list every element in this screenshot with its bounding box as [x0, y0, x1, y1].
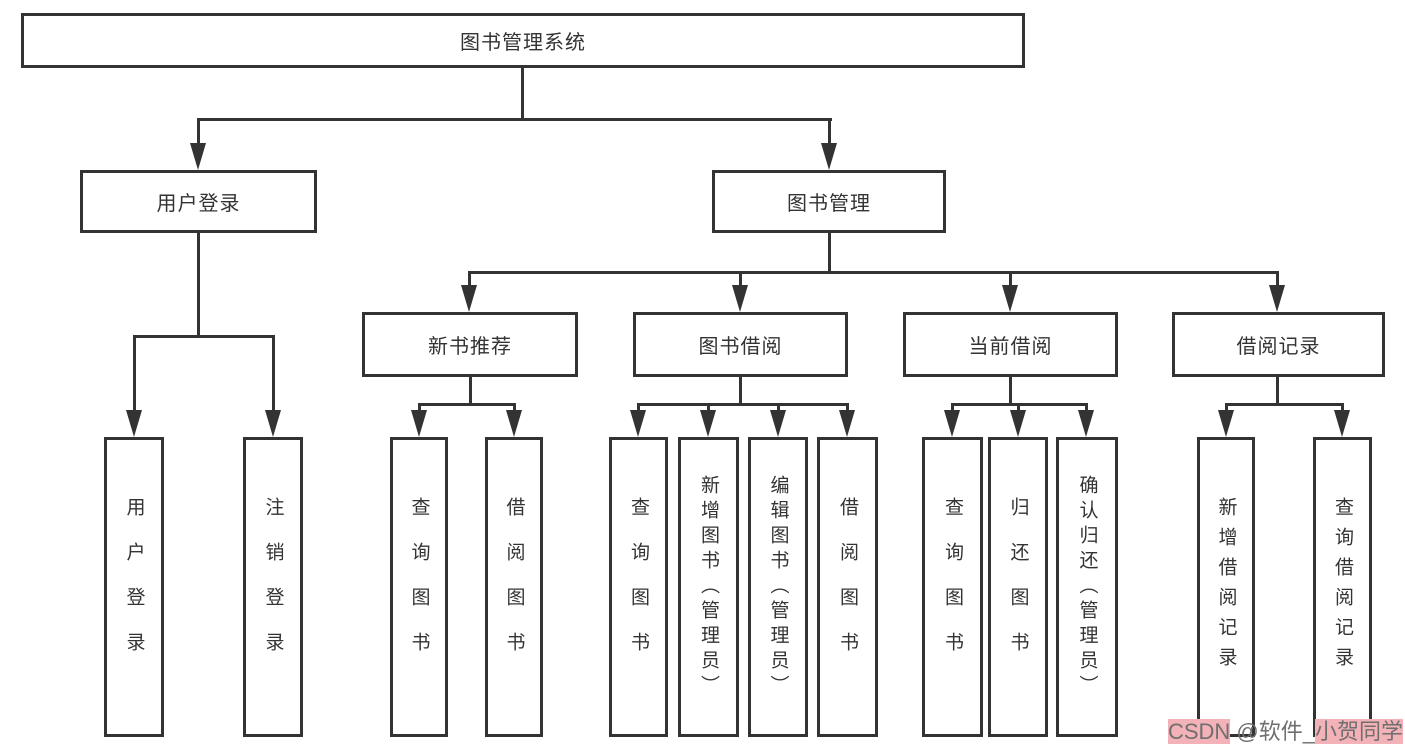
leaf-query-books-current: 查询图书: [922, 437, 983, 737]
leaf-return-books: 归还图书: [988, 437, 1048, 737]
connector-line: [1225, 403, 1343, 406]
leaf-query-books-borrowing: 查询图书: [609, 437, 668, 737]
arrowhead-down: [770, 410, 786, 437]
node-book-management: 图书管理: [712, 170, 946, 233]
node-label: 借阅记录: [1236, 336, 1321, 358]
connector-line: [637, 403, 848, 406]
node-borrowing-records: 借阅记录: [1172, 312, 1385, 377]
leaf-add-borrow-record: 新增借阅记录: [1197, 437, 1255, 737]
arrowhead-down: [461, 285, 477, 312]
connector-line: [846, 403, 849, 415]
arrowhead-down: [1078, 410, 1094, 437]
node-label: 图书管理系统: [460, 32, 586, 54]
leaf-edit-books-admin: 编辑图书（管理员）: [748, 437, 808, 737]
arrowhead-down: [126, 410, 142, 437]
connector-line: [1276, 377, 1279, 406]
arrowhead-down: [506, 410, 522, 437]
connector-line: [637, 403, 640, 415]
leaf-label: 归还图书: [1007, 497, 1029, 677]
arrowhead-down: [839, 410, 855, 437]
connector-line: [1009, 377, 1012, 406]
connector-line: [707, 403, 710, 415]
connector-line: [828, 118, 831, 148]
connector-line: [197, 118, 200, 148]
connector-line: [468, 271, 471, 289]
connector-line: [272, 335, 275, 415]
leaf-label: 新增借阅记录: [1215, 497, 1237, 677]
arrowhead-down: [1010, 410, 1026, 437]
arrowhead-down: [1269, 285, 1285, 312]
connector-line: [468, 271, 1279, 274]
leaf-borrow-books-recommend: 借阅图书: [485, 437, 543, 737]
connector-line: [1276, 271, 1279, 289]
arrowhead-down: [1218, 410, 1234, 437]
arrowhead-down: [190, 143, 206, 170]
node-label: 用户登录: [156, 193, 241, 215]
watermark-text: 小贺同学: [1314, 719, 1403, 744]
arrowhead-down: [700, 410, 716, 437]
leaf-query-borrow-record: 查询借阅记录: [1313, 437, 1372, 737]
arrowhead-down: [630, 410, 646, 437]
leaf-label: 注销登录: [262, 497, 284, 677]
connector-line: [418, 403, 421, 415]
connector-line: [513, 403, 516, 415]
connector-line: [521, 68, 524, 120]
arrowhead-down: [1002, 285, 1018, 312]
connector-line: [951, 403, 954, 415]
leaf-label: 查询图书: [942, 497, 963, 677]
connector-line: [197, 118, 832, 121]
node-label: 新书推荐: [428, 336, 512, 358]
leaf-label: 借阅图书: [837, 497, 858, 677]
leaf-borrow-books: 借阅图书: [817, 437, 878, 737]
connector-line: [777, 403, 780, 415]
arrowhead-down: [411, 410, 427, 437]
csdn-watermark: CSDN @软件_小贺同学: [1167, 714, 1403, 746]
node-user-login: 用户登录: [80, 170, 317, 233]
connector-line: [1009, 271, 1012, 289]
connector-line: [739, 377, 742, 406]
arrowhead-down: [265, 410, 281, 437]
connector-line: [828, 233, 831, 274]
arrowhead-down: [1334, 410, 1350, 437]
node-label: 当前借阅: [968, 336, 1053, 358]
connector-line: [1085, 403, 1088, 415]
leaf-user-login: 用户登录: [104, 437, 164, 737]
node-current-borrowing: 当前借阅: [903, 312, 1118, 377]
watermark-text: @软件_: [1230, 719, 1315, 744]
connector-line: [197, 233, 200, 338]
connector-line: [418, 403, 516, 406]
node-label: 图书管理: [787, 193, 871, 215]
connector-line: [1341, 403, 1344, 415]
connector-line: [469, 377, 472, 406]
connector-line: [1225, 403, 1228, 415]
watermark-text: CSDN: [1167, 719, 1231, 744]
leaf-label: 查询图书: [628, 497, 649, 677]
leaf-label: 新增图书（管理员）: [698, 474, 719, 700]
arrowhead-down: [821, 143, 837, 170]
connector-line: [133, 335, 275, 338]
node-new-book-recommendation: 新书推荐: [362, 312, 578, 377]
leaf-label: 借阅图书: [503, 497, 525, 677]
leaf-confirm-return-admin: 确认归还（管理员）: [1056, 437, 1118, 737]
connector-line: [739, 271, 742, 289]
leaf-label: 查询图书: [408, 497, 430, 677]
leaf-logout: 注销登录: [243, 437, 303, 737]
node-label: 图书借阅: [698, 336, 783, 358]
arrowhead-down: [944, 410, 960, 437]
leaf-label: 编辑图书（管理员）: [767, 474, 789, 700]
connector-line: [133, 335, 136, 415]
arrowhead-down: [732, 285, 748, 312]
node-book-borrowing: 图书借阅: [633, 312, 848, 377]
connector-line: [1017, 403, 1020, 415]
node-root-library-system: 图书管理系统: [21, 13, 1025, 68]
leaf-label: 确认归还（管理员）: [1076, 474, 1098, 700]
leaf-query-books-recommend: 查询图书: [390, 437, 448, 737]
leaf-add-books-admin: 新增图书（管理员）: [678, 437, 739, 737]
leaf-label: 查询借阅记录: [1332, 497, 1353, 677]
leaf-label: 用户登录: [123, 497, 145, 677]
